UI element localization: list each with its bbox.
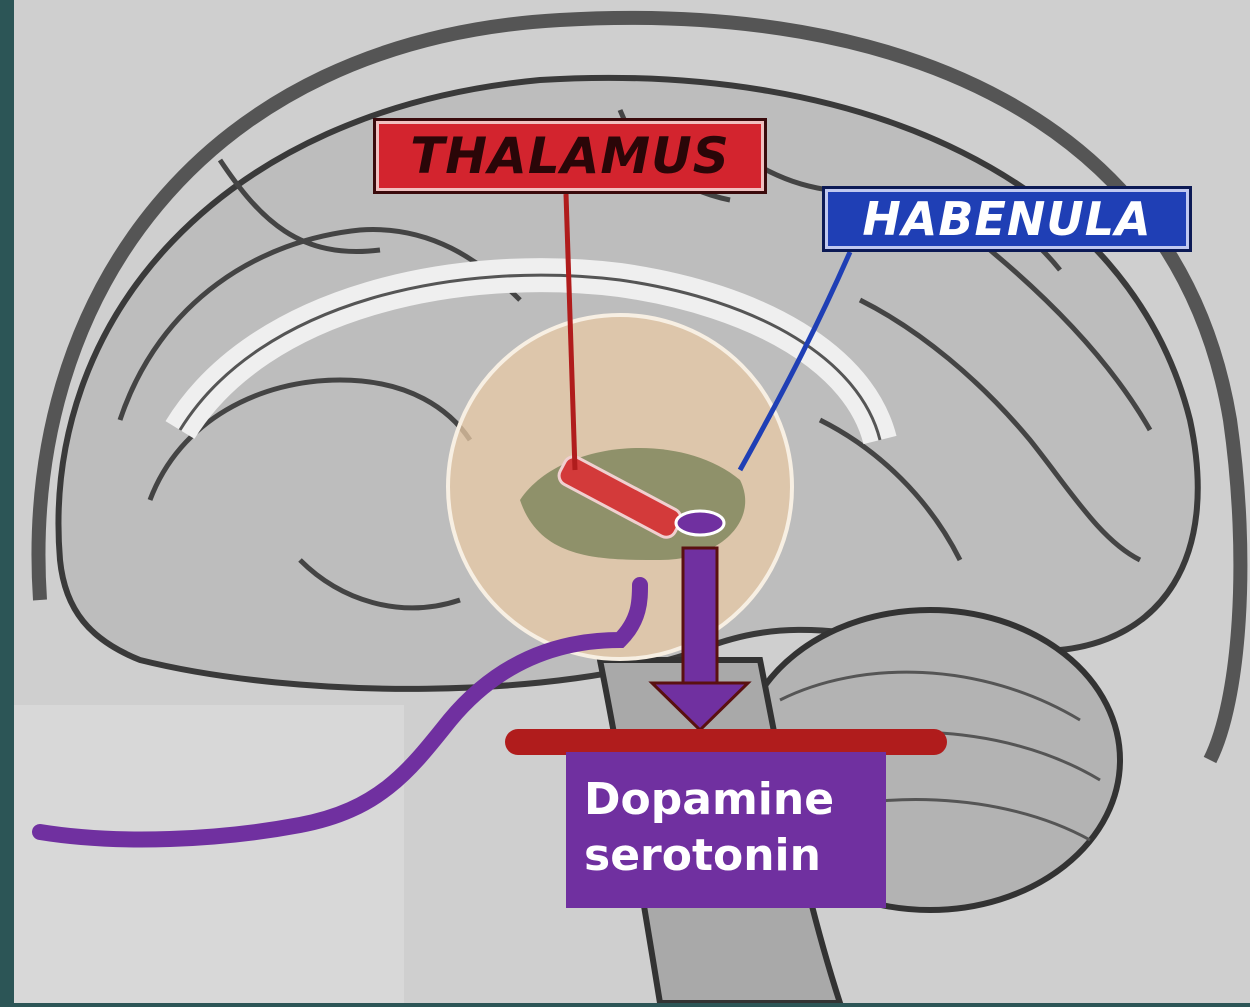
neurotransmitter-serotonin: serotonin [584,828,886,884]
neurotransmitter-box: Dopamine serotonin [566,752,886,908]
down-arrow-shaft [683,548,717,683]
lower-left-region [14,705,404,1003]
neurotransmitter-dopamine: Dopamine [584,772,886,828]
habenula-marker-oval [676,511,724,535]
slide-edge [0,0,14,1003]
habenula-label: HABENULA [822,186,1192,252]
thalamus-label: THALAMUS [373,118,767,194]
